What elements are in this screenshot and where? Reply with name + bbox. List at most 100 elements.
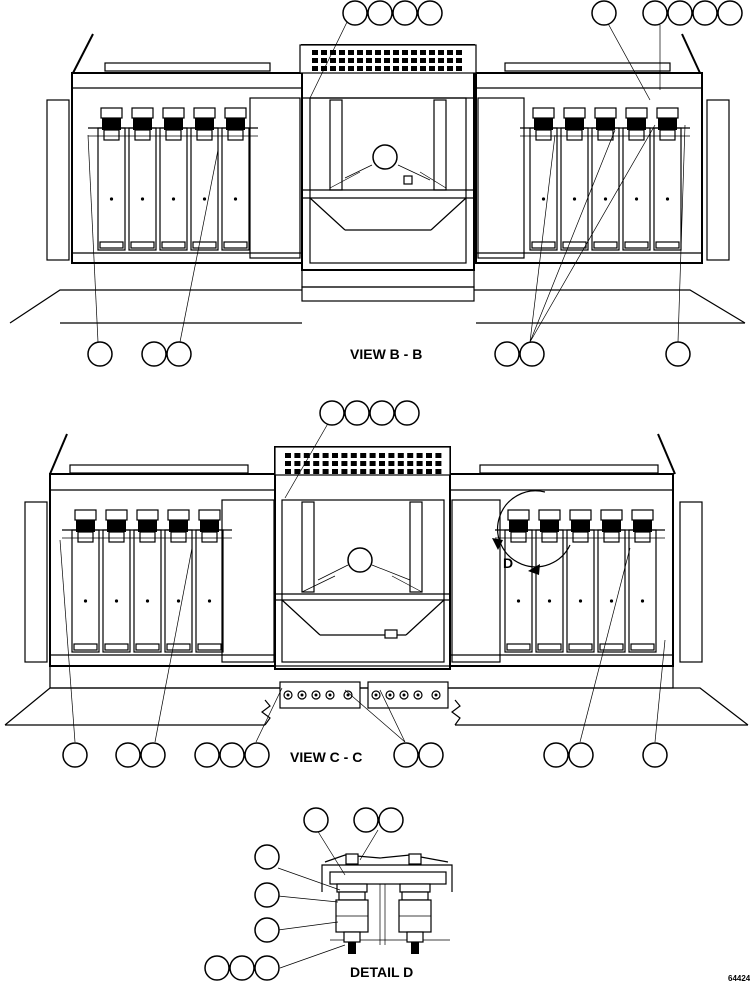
vent-slot <box>360 453 367 458</box>
battery-bolt <box>541 197 546 201</box>
leader-cc-bottom-right <box>579 547 631 743</box>
view-cc-title: VIEW C - C <box>290 749 362 765</box>
view-bb-right-antenna <box>681 33 701 74</box>
vent-slot <box>322 469 329 474</box>
battery-clamp-top <box>100 107 123 119</box>
battery-terminal-base <box>77 531 94 543</box>
view-cc-left-side-panel <box>221 499 275 663</box>
vent-slot <box>348 50 354 55</box>
callout-bubble <box>87 341 113 367</box>
vent-slot <box>407 461 414 466</box>
view-cc-center-right-door <box>409 501 423 593</box>
vent-slot <box>360 469 367 474</box>
battery-terminal <box>76 520 95 532</box>
view-cc-center-bolt <box>384 629 398 639</box>
battery-bolt <box>114 599 119 603</box>
leader-d-top-left <box>316 829 346 876</box>
battery-clamp-top <box>198 509 221 521</box>
callout-bubble <box>392 0 418 26</box>
drawing-number: 64424 <box>728 974 750 982</box>
battery-terminal-base <box>597 129 614 141</box>
vent-slot <box>420 58 426 63</box>
vent-slot <box>411 66 417 71</box>
battery-terminal-base <box>134 129 151 141</box>
battery-clamp-top <box>105 509 128 521</box>
callout-bubble <box>692 0 718 26</box>
vent-slot <box>366 50 372 55</box>
battery-terminal-base <box>634 531 651 543</box>
vent-slot <box>341 453 348 458</box>
battery-terminal-base <box>628 129 645 141</box>
battery-foot <box>161 241 186 249</box>
vent-slot <box>447 50 453 55</box>
battery-terminal-base <box>659 129 676 141</box>
view-cc-center-left-door <box>301 501 315 593</box>
battery-terminal <box>169 520 188 532</box>
battery-clamp-top <box>224 107 247 119</box>
callout-bubble <box>194 742 220 768</box>
battery-foot <box>197 643 222 651</box>
battery-bolt <box>603 197 608 201</box>
leader-bb-bottom-far-right <box>677 124 686 343</box>
battery-clamp-top <box>167 509 190 521</box>
view-cc-battery-rows <box>62 509 665 653</box>
battery-terminal-base <box>196 129 213 141</box>
vent-slot <box>348 66 354 71</box>
battery-cell <box>535 529 564 653</box>
battery-cell <box>195 529 224 653</box>
vent-slot <box>313 461 320 466</box>
battery-foot <box>104 643 129 651</box>
battery-clamp-top <box>569 509 592 521</box>
callout-bubble <box>568 742 594 768</box>
vent-slot <box>435 453 442 458</box>
battery-foot <box>135 643 160 651</box>
battery-foot <box>593 241 618 249</box>
view-bb-left-end-plate <box>46 99 70 261</box>
view-cc-center-frame <box>281 499 445 663</box>
battery-foot <box>166 643 191 651</box>
detail-d-top-bus <box>324 854 449 863</box>
leader-cc-bottom-far-right <box>654 639 666 743</box>
vent-slot <box>426 461 432 466</box>
vent-slot <box>357 50 363 55</box>
leader-d-lower <box>277 921 339 931</box>
view-bb-left-antenna <box>72 33 94 74</box>
battery-clamp-top <box>600 509 623 521</box>
vent-slot <box>285 453 291 458</box>
leader-d-bottom <box>279 944 346 969</box>
callout-bubble <box>62 742 88 768</box>
vent-slot <box>341 469 348 474</box>
view-cc-terminal-studs <box>283 690 441 700</box>
vent-slot <box>384 66 390 71</box>
vent-slot <box>384 58 390 63</box>
vent-slot <box>312 66 318 71</box>
battery-bolt <box>176 599 181 603</box>
battery-foot <box>562 241 587 249</box>
battery-foot <box>599 643 624 651</box>
battery-terminal <box>195 118 214 130</box>
vent-slot <box>420 66 426 71</box>
battery-foot <box>568 643 593 651</box>
vent-slot <box>393 66 399 71</box>
battery-clamp-top <box>162 107 185 119</box>
vent-slot <box>303 469 310 474</box>
battery-clamp-top <box>563 107 586 119</box>
battery-cell <box>71 529 100 653</box>
battery-bolt <box>233 197 238 201</box>
callout-bubble <box>254 955 280 981</box>
battery-terminal <box>133 118 152 130</box>
terminal-stud-center <box>374 693 378 697</box>
detail-d-title: DETAIL D <box>350 964 413 980</box>
battery-terminal-base <box>572 531 589 543</box>
view-cc-right-housing <box>449 473 674 667</box>
view-bb-left-top-plate <box>104 62 271 72</box>
callout-bubble <box>229 955 255 981</box>
view-bb-left-side-panel <box>249 97 301 259</box>
terminal-stud-center <box>328 693 332 697</box>
vent-slot <box>341 461 348 466</box>
battery-foot <box>223 241 248 249</box>
battery-terminal <box>534 118 553 130</box>
battery-bolt <box>140 197 145 201</box>
vent-slot <box>332 453 338 458</box>
